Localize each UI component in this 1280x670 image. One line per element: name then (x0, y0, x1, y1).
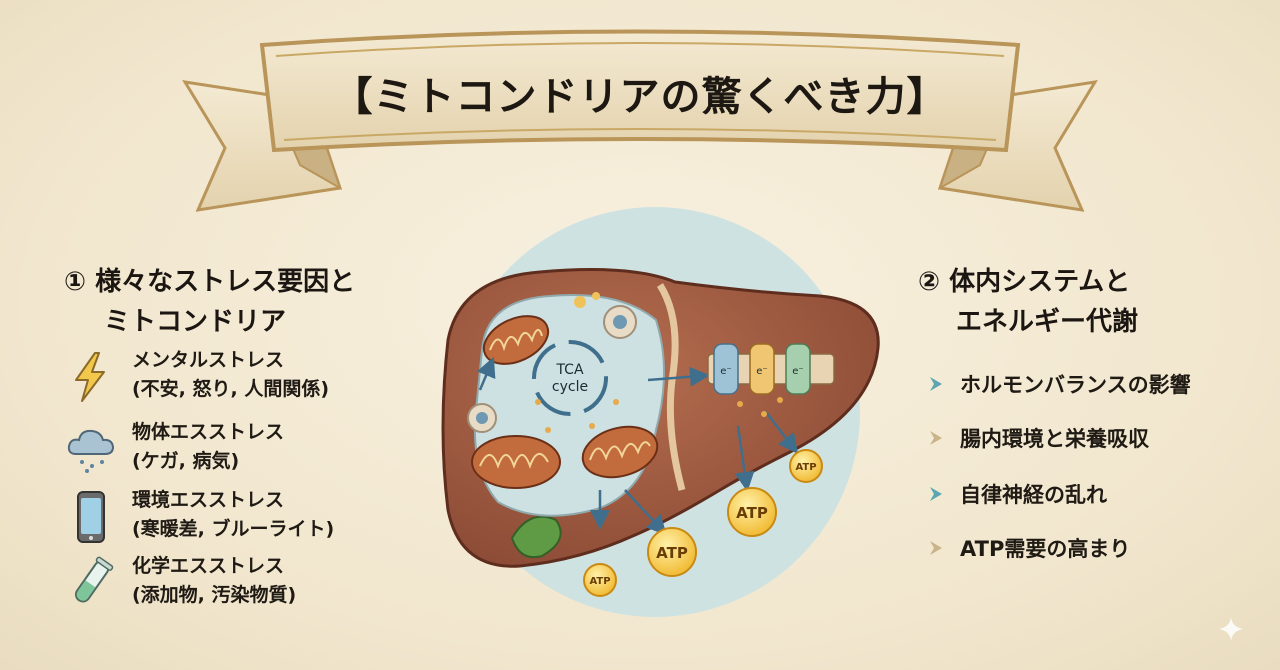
stress-item-name: 化学エスストレス (132, 555, 285, 577)
atp-coin: ATP (727, 487, 777, 537)
atp-label: ATP (656, 544, 688, 562)
factor-item: 腸内環境と栄養吸収 (926, 420, 1256, 456)
mitochondrion (581, 425, 659, 479)
tca-label-line1: TCA (555, 362, 584, 378)
stress-item-physical: 物体エスストレス (ケガ, 病気) (66, 418, 396, 480)
system-section-title-line1: ② 体内システムと (918, 267, 1131, 297)
system-section-title-line2: エネルギー代謝 (956, 307, 1139, 337)
smartphone-icon (77, 491, 105, 543)
test-tube-icon (74, 556, 114, 603)
stress-section-title-line2: ミトコンドリア (104, 307, 287, 337)
lightning-icon (75, 352, 105, 402)
chevron-right-icon (930, 487, 942, 501)
stress-item-mental: メンタルストレス (不安, 怒り, 人間関係) (66, 346, 396, 408)
stress-item-environment: 環境エスストレス (寒暖差, ブルーライト) (66, 486, 396, 548)
tca-label-line2: cycle (552, 379, 588, 395)
title-banner (182, 29, 1098, 212)
stress-item-chemical: 化学エスストレス (添加物, 汚染物質) (66, 552, 396, 614)
factor-label: ATP需要の高まり (960, 537, 1131, 561)
atp-label: ATP (736, 504, 768, 522)
atp-label: ATP (795, 462, 816, 473)
factor-item: ホルモンバランスの影響 (926, 366, 1256, 402)
etc-label: e⁻ (792, 366, 803, 377)
page-title: 【ミトコンドリアの驚くべき力】 (332, 74, 948, 120)
stress-section-title-line1: ① 様々なストレス要因と (64, 267, 356, 297)
cloud-icon (67, 429, 115, 473)
etc-label: e⁻ (720, 366, 731, 377)
electron-transport-chain: e⁻ e⁻ e⁻ (707, 343, 835, 395)
ribbon-band (259, 29, 1021, 153)
stress-item-detail: (添加物, 汚染物質) (132, 584, 297, 606)
atp-coin: ATP (647, 527, 697, 577)
stress-item-name: メンタルストレス (132, 349, 285, 371)
stress-section-title: ① 様々なストレス要因と ミトコンドリア (64, 262, 355, 342)
stress-item-detail: (寒暖差, ブルーライト) (132, 518, 335, 540)
stress-item-name: 物体エスストレス (132, 421, 285, 443)
chevron-right-icon (930, 377, 942, 391)
stress-item-detail: (ケガ, 病気) (132, 450, 240, 472)
mitochondrion (471, 435, 561, 489)
liver-mitochondria-illustration: TCA cycle e⁻ e⁻ e⁻ ATP (441, 207, 880, 617)
atp-coin: ATP (583, 563, 617, 597)
factor-label: ホルモンバランスの影響 (960, 373, 1191, 397)
factor-label: 腸内環境と栄養吸収 (960, 427, 1149, 451)
tca-cycle: TCA cycle (532, 340, 608, 416)
system-section-title: ② 体内システムと エネルギー代謝 (918, 262, 1138, 342)
atp-label: ATP (589, 576, 610, 587)
etc-label: e⁻ (756, 366, 767, 377)
chevron-right-icon (930, 541, 942, 555)
atp-coin: ATP (789, 449, 823, 483)
mitochondrion (482, 315, 550, 365)
chevron-right-icon (930, 431, 942, 445)
sparkle-icon (1219, 617, 1243, 641)
gallbladder (510, 515, 562, 559)
factor-item: 自律神経の乱れ (926, 476, 1256, 512)
stress-item-name: 環境エスストレス (132, 489, 285, 511)
stress-item-detail: (不安, 怒り, 人間関係) (132, 378, 330, 400)
factor-label: 自律神経の乱れ (960, 483, 1107, 507)
factor-item: ATP需要の高まり (926, 530, 1256, 566)
